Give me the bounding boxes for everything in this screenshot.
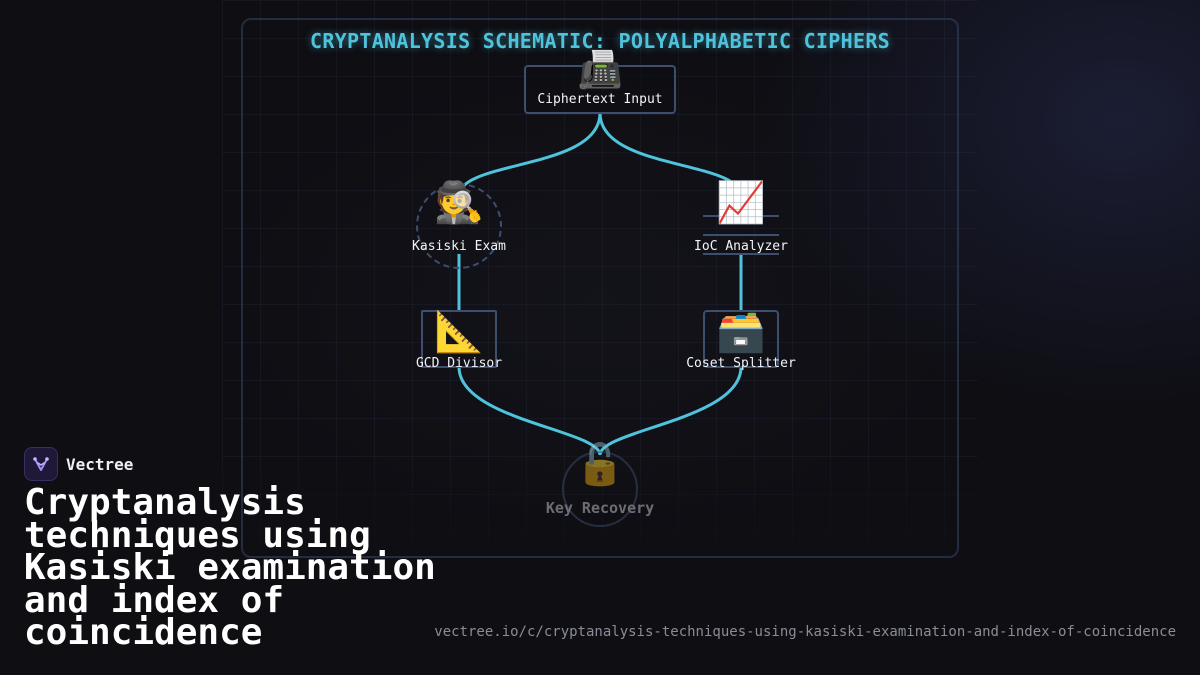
node-circle [562,451,638,527]
node-label: Coset Splitter [686,356,796,371]
node-label: GCD Divisor [415,356,503,371]
chart-increasing-icon: 📈 [716,180,766,226]
diagram-frame [241,18,959,558]
headline: Cryptanalysis techniques using Kasiski e… [24,482,436,653]
node-kasiski-exam[interactable]: 🕵️ Kasiski Exam [409,183,509,269]
brand-name: Vectree [66,454,134,474]
page-url[interactable]: vectree.io/c/cryptanalysis-techniques-us… [434,624,1176,640]
node-ioc-analyzer[interactable]: 📈 IoC Analyzer [691,183,791,257]
edge-coset-key [598,366,743,456]
triangular-ruler-icon: 📐 [434,309,484,355]
detective-icon: 🕵️ [434,180,484,226]
unlocked-icon: 🔓 [575,442,625,488]
edge-gcd-key [457,366,602,456]
node-label: Kasiski Exam [412,239,506,254]
node-circle [416,183,502,269]
node-ciphertext-input[interactable]: 📠 Ciphertext Input [524,53,676,114]
diagram-title: CRYPTANALYSIS SCHEMATIC: POLYALPHABETIC … [309,29,891,53]
node-rule-top [703,215,779,217]
node-box [703,310,779,368]
node-gcd-divisor[interactable]: 📐 GCD Divisor [409,309,509,371]
node-label: Key Recovery [545,499,655,517]
node-coset-splitter[interactable]: 🗃️ Coset Splitter [681,309,801,371]
node-rule-mid [703,234,779,236]
node-box [524,65,676,114]
node-label: IoC Analyzer [694,239,788,254]
fax-icon: 📠 [577,50,623,91]
node-label: Ciphertext Input [537,92,663,107]
brand[interactable]: Vectree [24,447,133,481]
node-rule-bottom [703,253,779,255]
node-key-recovery[interactable]: 🔓 Key Recovery [540,445,660,529]
node-box [421,310,497,368]
vectree-logo-icon [24,447,58,481]
edge-ciphertext-ioc [598,112,743,197]
card-file-box-icon: 🗃️ [716,309,766,355]
